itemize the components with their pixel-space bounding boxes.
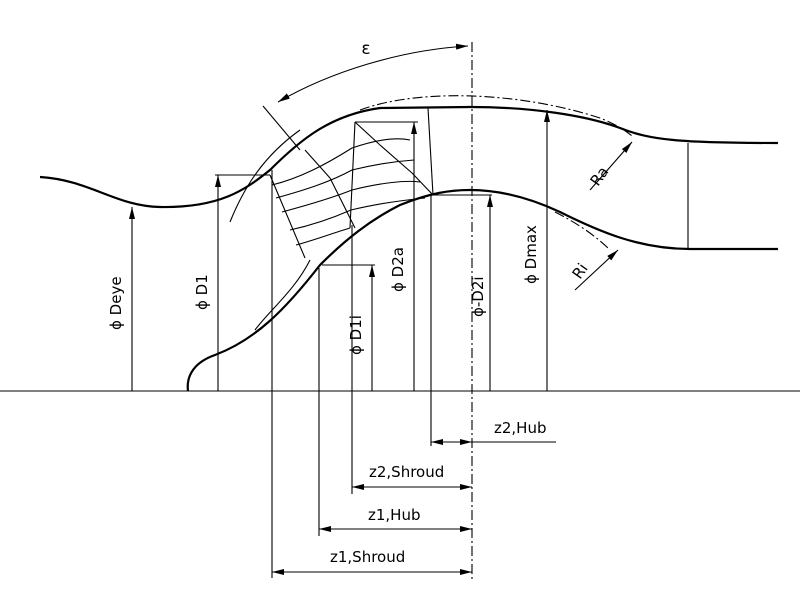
blade-hatch-3 bbox=[281, 180, 421, 213]
blade-trailing-edge bbox=[411, 172, 434, 196]
blade-mid-line-b bbox=[329, 177, 356, 229]
label-z2-hub: z2,Hub bbox=[494, 419, 547, 437]
label-d-max: ϕ Dmax bbox=[522, 225, 540, 284]
blade-hatch-4 bbox=[289, 197, 426, 231]
radius-ra-centre-arc bbox=[359, 95, 633, 137]
blade-leading-edge-left bbox=[269, 174, 306, 259]
label-ra: Ra bbox=[587, 163, 613, 189]
angle-epsilon-label: ε bbox=[361, 39, 370, 59]
blade-mid-line-a bbox=[304, 149, 331, 179]
angle-epsilon-extension bbox=[262, 105, 301, 151]
radius-ra-arrow bbox=[589, 141, 633, 191]
blade-hatch-5 bbox=[295, 227, 351, 246]
label-d1: ϕ D1 bbox=[193, 274, 211, 310]
label-ri: Ri bbox=[569, 260, 592, 282]
blade-hatch-1 bbox=[271, 138, 411, 186]
label-d2a: ϕ D2a bbox=[389, 247, 407, 292]
outlet-edge-line bbox=[427, 107, 434, 196]
radius-ri-arrow bbox=[574, 249, 619, 291]
blade-inner-edge bbox=[349, 121, 356, 229]
radius-ri-centre-arc bbox=[554, 211, 611, 251]
hub-contour bbox=[186, 188, 778, 392]
shroud-construction-arc bbox=[229, 129, 301, 223]
label-z1-shroud: z1,Shroud bbox=[330, 548, 405, 566]
hub-construction-arc bbox=[254, 259, 311, 331]
angle-epsilon-arc bbox=[277, 43, 469, 103]
label-d-eye: ϕ Deye bbox=[107, 276, 125, 330]
label-z2-shroud: z2,Shroud bbox=[369, 463, 444, 481]
blade-edge-seg bbox=[379, 144, 413, 174]
blade-hatch-2 bbox=[275, 159, 415, 199]
shroud-contour bbox=[39, 105, 779, 209]
label-d2i: ϕ-D2i bbox=[469, 276, 487, 317]
label-d1i: ϕ D1i bbox=[347, 315, 365, 355]
label-z1-hub: z1,Hub bbox=[368, 506, 421, 524]
